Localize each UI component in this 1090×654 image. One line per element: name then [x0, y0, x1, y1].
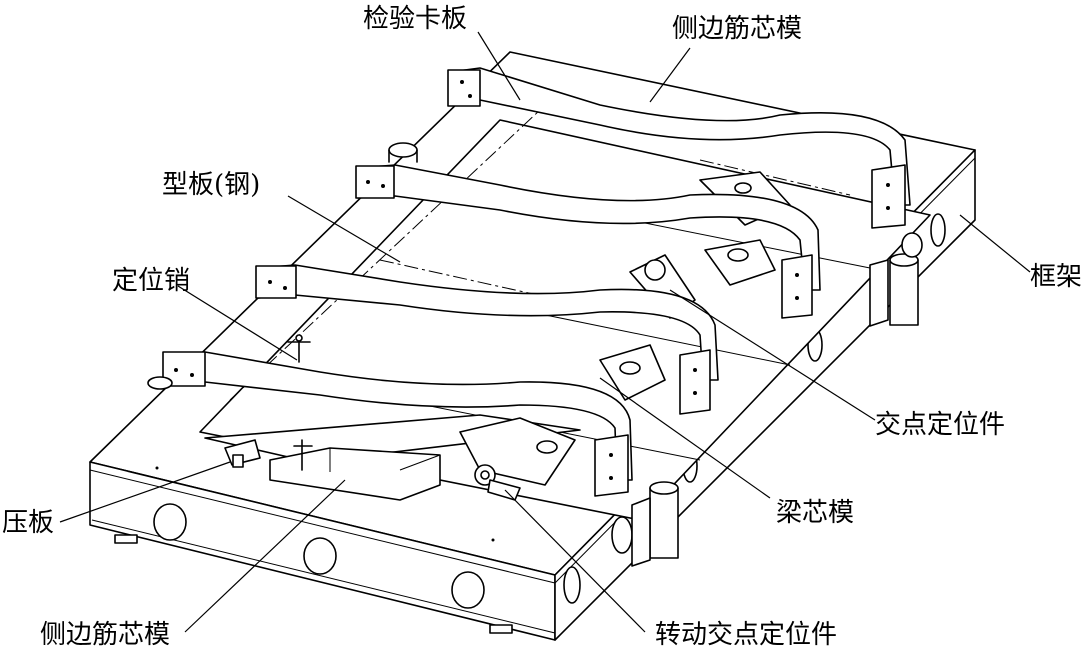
top-posts: [147, 142, 418, 390]
label-side-rib-core-bottom: 侧边筋芯模: [40, 620, 171, 650]
label-beam-core: 梁芯模: [776, 498, 855, 528]
label-pressure-plate: 压板: [2, 508, 55, 538]
label-rotating-intersection-locator: 转动交点定位件: [655, 620, 838, 650]
label-template-steel: 型板(钢): [162, 170, 261, 200]
label-side-rib-core-top: 侧边筋芯模: [672, 14, 803, 44]
pressure-plate-part: [224, 439, 261, 468]
label-inspection-plate: 检验卡板: [363, 4, 468, 34]
inspection-plates: [162, 67, 911, 497]
side-clamps: [611, 232, 923, 567]
leader-lines: [59, 31, 1031, 633]
label-frame: 框架: [1030, 262, 1083, 292]
locating-pin-part: [287, 334, 313, 471]
label-locating-pin: 定位销: [112, 266, 191, 296]
label-intersection-locator: 交点定位件: [875, 410, 1006, 440]
rotating-locator-part: [474, 464, 521, 501]
